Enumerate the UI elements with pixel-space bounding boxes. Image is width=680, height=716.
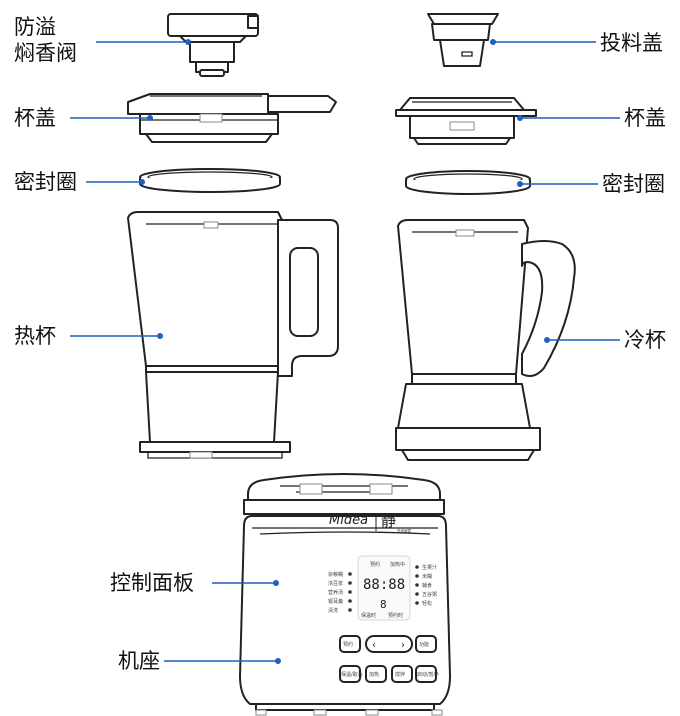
label-anti-overflow-valve-line2: 焖香阀 (14, 41, 77, 65)
btn-heat-label: 加热 (369, 671, 379, 678)
panel-right-menu-5: 轻松 (422, 600, 432, 607)
label-seal-ring-left: 密封圈 (14, 170, 77, 194)
label-seal-ring-right: 密封圈 (602, 172, 665, 196)
panel-right-menu-3: 辅食 (422, 582, 432, 589)
label-feed-cap: 投料盖 (600, 31, 663, 55)
cold-cup (395, 219, 576, 461)
brand-logo-char: 静 (381, 512, 396, 530)
brand-logo-sub: 低音破壁 (397, 528, 411, 533)
label-hot-cup: 热杯 (14, 324, 56, 348)
hot-cup-lid (127, 93, 337, 143)
leader-lines (70, 39, 620, 664)
brand-logo-text: Midea (329, 513, 368, 528)
label-lid-right: 杯盖 (624, 106, 666, 130)
btn-reserve-label: 预约 (343, 641, 353, 648)
cold-cup-lid (395, 97, 537, 145)
panel-left-menu-5: 清洗 (328, 607, 338, 614)
control-panel: 预约 加热中 88:88 8 保温时 预约时 杂粮糊 浓豆浆 营养汤 银耳羹 清… (328, 555, 439, 683)
panel-tag-keepwarm: 保温时 (361, 612, 376, 619)
anti-overflow-valve (167, 13, 259, 77)
label-anti-overflow-valve: 防溢 焖香阀 (14, 14, 77, 66)
panel-top-icon-2: 加热中 (390, 561, 405, 568)
panel-left-menu-3: 营养汤 (328, 589, 343, 596)
panel-right-menu-2: 米糊 (422, 573, 432, 580)
panel-digits: 88:88 (363, 577, 405, 593)
btn-keepwarm-label: 保温/取消 (341, 671, 363, 678)
panel-left-menu-4: 银耳羹 (328, 598, 343, 605)
btn-next-glyph: › (401, 640, 405, 651)
label-cold-cup: 冷杯 (624, 328, 666, 352)
feed-cap (427, 13, 499, 67)
panel-right-menu-4: 五谷粥 (422, 591, 437, 598)
seal-ring-right (405, 170, 531, 195)
label-lid-left: 杯盖 (14, 106, 56, 130)
label-control-panel: 控制面板 (110, 571, 194, 595)
btn-function-label: 功能 (419, 641, 429, 648)
btn-stir-label: 搅拌 (395, 671, 405, 678)
panel-top-icon-1: 预约 (370, 561, 380, 568)
seal-ring-left (139, 168, 281, 193)
panel-right-menu-1: 生果汁 (422, 564, 437, 571)
label-base: 机座 (118, 649, 160, 673)
brand-logo: Midea 静 低音破壁 (329, 512, 411, 533)
panel-digit-small: 8 (380, 598, 387, 611)
panel-tag-reserve: 预约时 (388, 612, 403, 619)
label-anti-overflow-valve-line1: 防溢 (14, 15, 56, 39)
panel-left-menu-1: 杂粮糊 (328, 571, 343, 578)
hot-cup (127, 211, 339, 459)
btn-prev-glyph: ‹ (372, 640, 376, 651)
btn-start-label: 启动/暂停 (417, 671, 439, 678)
panel-left-menu-2: 浓豆浆 (328, 580, 343, 587)
